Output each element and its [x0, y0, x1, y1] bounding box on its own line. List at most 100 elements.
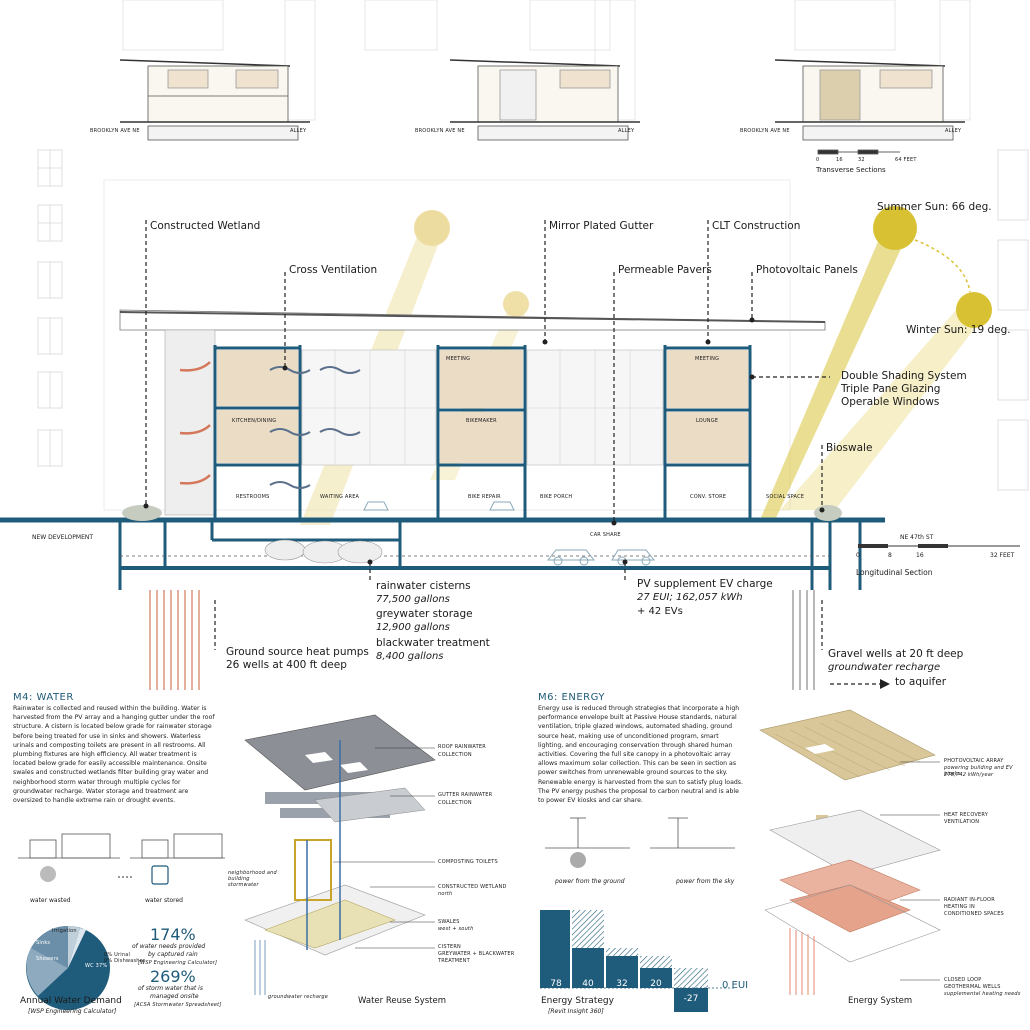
water-reuse-diagram	[244, 714, 436, 995]
stat-captured-rain: 174%	[150, 925, 196, 944]
scale-tick: 32	[858, 157, 865, 163]
room-label: MEETING	[695, 356, 720, 362]
transverse-title: Transverse Sections	[816, 166, 886, 174]
gshp-label: Ground source heat pumps	[226, 646, 369, 658]
callout-constructed-wetland: Constructed Wetland	[150, 220, 261, 232]
callout-permeable-pavers: Permeable Pavers	[618, 264, 712, 276]
stat-desc: managed onsite	[150, 993, 199, 1000]
pie-label: 0% Urinal	[104, 952, 131, 958]
room-label: LOUNGE	[696, 418, 719, 424]
stat-source: [ACSA Stormwater Spreadsheet]	[134, 1002, 222, 1008]
pv-ev-value: 27 EUI; 162,057 kWh	[637, 592, 743, 603]
energy-system-diagram	[759, 709, 941, 995]
ground-power-label: power from the ground	[555, 878, 625, 885]
water-stored-label: water stored	[145, 897, 183, 904]
scale-tick: 64 FEET	[895, 157, 917, 163]
energy-chart-title: Energy Strategy	[541, 996, 614, 1006]
room-label: MEETING	[446, 356, 471, 362]
iso-label: CLOSED LOOP	[944, 977, 982, 983]
energy-strategy-chart: 78 40 32 20 -27	[540, 910, 734, 1012]
iso-label: GREYWATER + BLACKWATER	[438, 951, 515, 957]
callout-bioswale: Bioswale	[826, 442, 873, 454]
street-label: BROOKLYN AVE NE	[415, 128, 465, 134]
cisterns-label: rainwater cisterns	[376, 580, 471, 592]
alley-label: ALLEY	[290, 128, 307, 134]
callout-shading: Double Shading System	[841, 370, 967, 382]
longitudinal-section	[0, 206, 1020, 690]
iso-sublabel: powering building and EV kiosks	[944, 765, 1013, 777]
neighborhood-label: neighborhood and building stormwater	[228, 870, 277, 888]
room-label: BIKE REPAIR	[468, 494, 501, 500]
room-label: SOCIAL SPACE	[766, 494, 805, 500]
iso-label: CONDITIONED SPACES	[944, 911, 1004, 917]
iso-label: ROOF RAINWATER	[438, 744, 486, 750]
gravel-wells-label: Gravel wells at 20 ft deep	[828, 648, 964, 660]
street-label: BROOKLYN AVE NE	[90, 128, 140, 134]
iso-sublabel: west + south	[438, 926, 474, 932]
bar-value: 32	[616, 979, 627, 989]
transverse-sections	[119, 59, 965, 155]
longitudinal-title: Longitudinal Section	[856, 568, 933, 577]
context-label: NEW DEVELOPMENT	[32, 534, 94, 541]
callout-clt: CLT Construction	[712, 220, 801, 232]
scale-tick: 16	[916, 552, 924, 559]
room-label: KITCHEN/DINING	[232, 418, 277, 424]
pie-label: Showers	[36, 956, 59, 962]
iso-label: CISTERN	[438, 944, 461, 950]
stat-desc: of water needs provided	[132, 943, 206, 950]
pie-label: WC 37%	[85, 963, 108, 969]
room-label: CAR SHARE	[590, 532, 621, 538]
blackwater-label: blackwater treatment	[376, 637, 490, 649]
iso-label: HEAT RECOVERY	[944, 812, 988, 818]
greywater-value: 12,900 gallons	[376, 622, 450, 633]
iso-label: SWALES	[438, 919, 460, 925]
room-label: WAITING AREA	[320, 494, 360, 500]
alley-label: ALLEY	[618, 128, 635, 134]
stat-source: [WSP Engineering Calculator]	[138, 960, 218, 966]
callout-windows: Operable Windows	[841, 396, 940, 408]
water-heading: M4: WATER	[13, 692, 74, 703]
iso-label: VENTILATION	[944, 819, 980, 825]
room-label: RESTROOMS	[236, 494, 270, 500]
iso-label: COLLECTION	[438, 800, 472, 806]
bar-value: -27	[684, 994, 699, 1004]
callout-photovoltaic: Photovoltaic Panels	[756, 264, 858, 276]
water-wasted-label: water wasted	[30, 897, 71, 904]
pie-label: Irrigation	[52, 928, 77, 934]
pv-ev-value: + 42 EVs	[637, 606, 683, 617]
stat-desc: of storm water that is	[138, 985, 203, 992]
iso-label: COMPOSTING TOILETS	[438, 859, 498, 865]
callout-cross-ventilation: Cross Ventilation	[289, 264, 378, 276]
iso-label: TREATMENT	[438, 958, 470, 964]
water-body: Rainwater is collected and reused within…	[13, 705, 215, 805]
power-source-sketch	[545, 817, 735, 868]
iso-label: COLLECTION	[438, 752, 472, 758]
callout-winter-sun: Winter Sun: 19 deg.	[906, 324, 1011, 336]
scale-tick: 0	[816, 157, 820, 163]
iso-label: GEOTHERMAL WELLS	[944, 984, 1001, 990]
iso-label: PHOTOVOLTAIC ARRAY	[944, 758, 1004, 764]
gw-recharge-label: groundwater recharge	[268, 994, 329, 1000]
pie-source: [WSP Engineering Calculator]	[28, 1008, 117, 1015]
callout-glazing: Triple Pane Glazing	[841, 383, 941, 395]
street-label: BROOKLYN AVE NE	[740, 128, 790, 134]
sky-power-label: power from the sky	[676, 878, 735, 885]
gshp-value: 26 wells at 400 ft deep	[226, 659, 347, 671]
blackwater-value: 8,400 gallons	[376, 651, 444, 662]
bar-value: 20	[650, 979, 662, 989]
room-label: CONV. STORE	[690, 494, 727, 500]
energy-heading: M6: ENERGY	[538, 692, 605, 703]
stat-desc: by captured rain	[148, 951, 198, 958]
pie-label: 0% Dishwasher	[104, 958, 146, 964]
iso-sublabel: north	[438, 891, 453, 897]
iso-label: RADIANT IN-FLOOR	[944, 897, 995, 903]
energy-iso-title: Energy System	[848, 996, 913, 1006]
room-label: BIKEMAKER	[466, 418, 497, 424]
bar-value: 78	[550, 979, 562, 989]
greywater-label: greywater storage	[376, 608, 473, 620]
iso-label: GUTTER RAINWATER	[438, 792, 493, 798]
scale-tick: 16	[836, 157, 843, 163]
street-label: NE 47th ST	[900, 534, 934, 541]
aquifer-label: to aquifer	[895, 676, 947, 688]
